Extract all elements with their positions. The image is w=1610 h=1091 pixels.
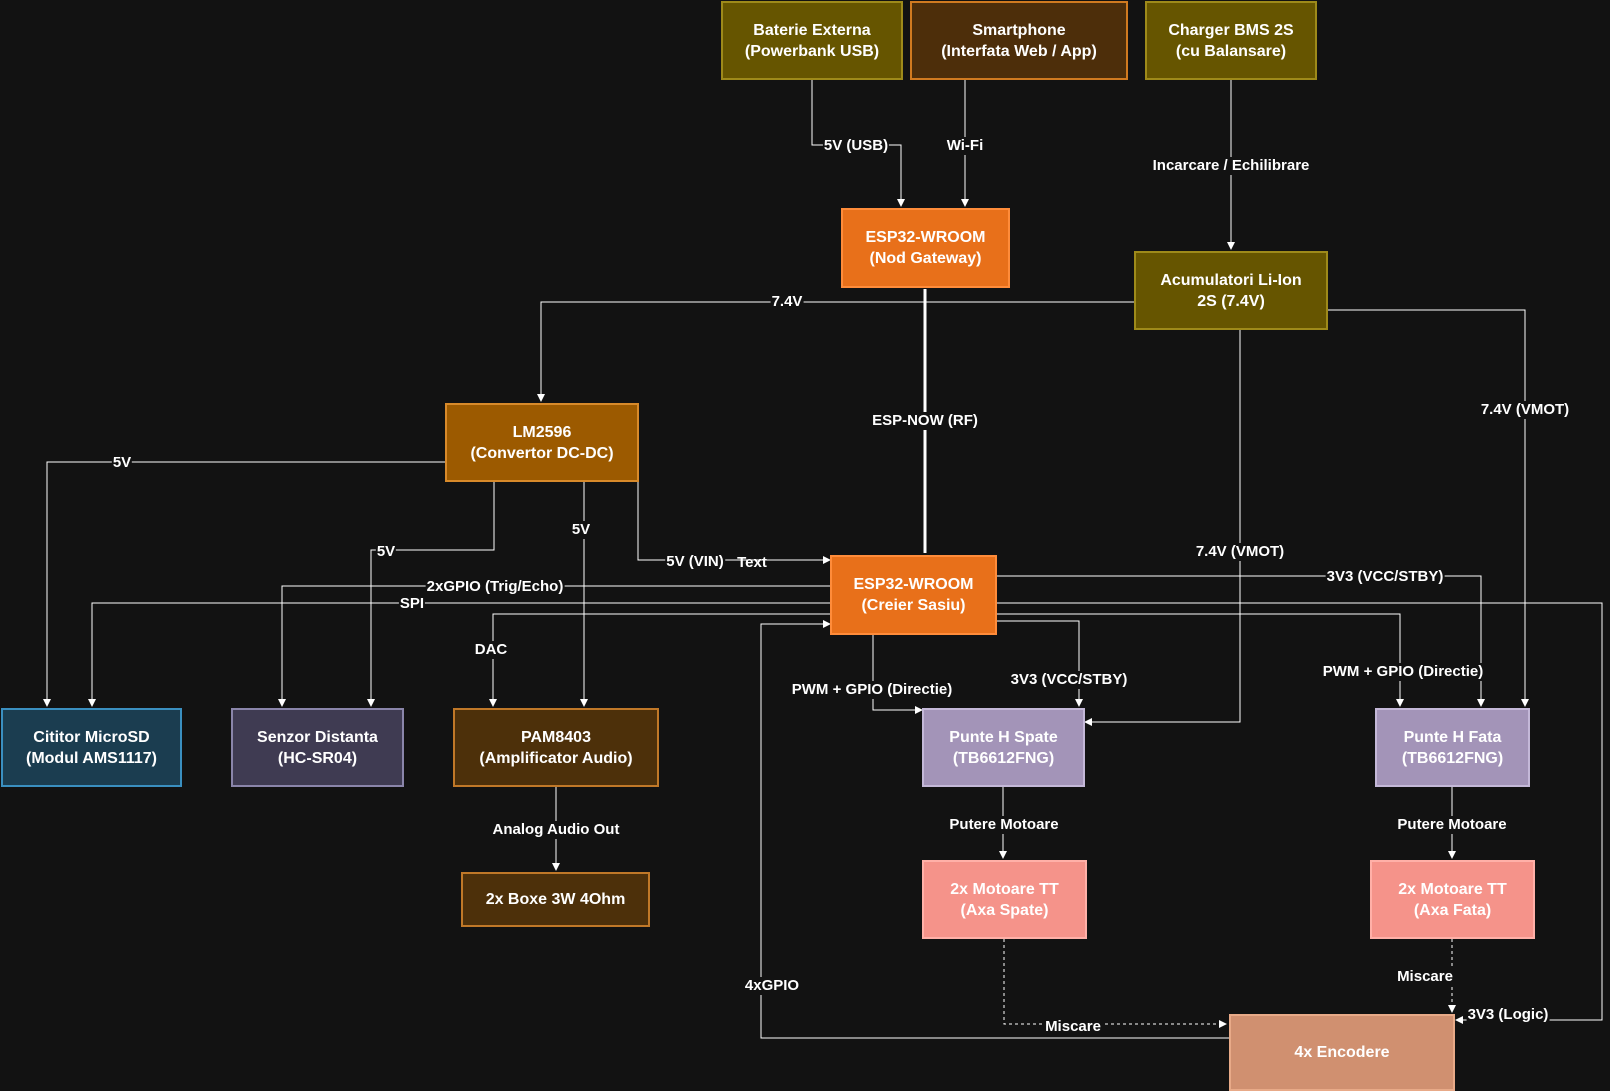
motors-rear-node[interactable]: 2x Motoare TT (Axa Spate) <box>922 860 1087 939</box>
edge-label-power-front: Putere Motoare <box>1396 816 1508 834</box>
lm2596-node[interactable]: LM2596 (Convertor DC-DC) <box>445 403 639 482</box>
edge-label-vmot-rear: 7.4V (VMOT) <box>1194 543 1286 561</box>
microsd-node[interactable]: Cititor MicroSD (Modul AMS1117) <box>1 708 182 787</box>
wire-chassis-hbridge-front-vcc <box>997 575 1485 707</box>
edge-label-power-rear: Putere Motoare <box>948 816 1060 834</box>
edge-label-charging: Incarcare / Echilibrare <box>1151 157 1311 175</box>
charger-node[interactable]: Charger BMS 2S (cu Balansare) <box>1145 1 1317 80</box>
edge-label-dac: DAC <box>473 641 509 659</box>
edge-label-esp-now: ESP-NOW (RF) <box>871 412 979 430</box>
edge-label-logic-3v3: 3V3 (Logic) <box>1466 1006 1550 1024</box>
powerbank-node[interactable]: Baterie Externa (Powerbank USB) <box>721 1 903 80</box>
wire-lm2596-microsd <box>43 461 445 707</box>
edge-label-spi: SPI <box>398 595 426 613</box>
wire-lm2596-sensor <box>367 482 495 707</box>
edge-label-pwm-front: PWM + GPIO (Directie) <box>1321 663 1485 681</box>
edge-label-move-rear: Miscare <box>1044 1018 1102 1036</box>
wire-lm2596-chassis <box>637 482 831 564</box>
smartphone-node[interactable]: Smartphone (Interfata Web / App) <box>910 1 1128 80</box>
wire-chassis-encoders-logic <box>997 602 1603 1024</box>
motors-front-node[interactable]: 2x Motoare TT (Axa Fata) <box>1370 860 1535 939</box>
wire-chassis-pam <box>489 613 830 707</box>
hbridge-rear-node[interactable]: Punte H Spate (TB6612FNG) <box>922 708 1085 787</box>
wire-chassis-hbridge-rear-pwm <box>872 635 923 714</box>
esp-gateway-node[interactable]: ESP32-WROOM (Nod Gateway) <box>841 208 1010 288</box>
encoders-node[interactable]: 4x Encodere <box>1229 1014 1455 1091</box>
speakers-node[interactable]: 2x Boxe 3W 4Ohm <box>461 872 650 927</box>
edge-label-move-front: Miscare <box>1396 968 1454 986</box>
esp-chassis-node[interactable]: ESP32-WROOM (Creier Sasiu) <box>830 555 997 635</box>
wire-battery-lm2596 <box>537 301 1134 402</box>
edge-label-gpio-trig-echo: 2xGPIO (Trig/Echo) <box>425 578 565 596</box>
edge-label-text: Text <box>737 554 767 571</box>
edge-label-pwm-rear: PWM + GPIO (Directie) <box>790 681 954 699</box>
battery-node[interactable]: Acumulatori Li-Ion 2S (7.4V) <box>1134 251 1328 330</box>
edge-label-audio-out: Analog Audio Out <box>491 821 621 839</box>
edge-label-vcc-front: 3V3 (VCC/STBY) <box>1325 568 1445 586</box>
wire-chassis-hbridge-front-pwm <box>997 613 1404 707</box>
edge-label-usb-5v: 5V (USB) <box>822 137 890 155</box>
edge-label-vmot-front: 7.4V (VMOT) <box>1479 401 1571 419</box>
wire-chassis-hbridge-rear-vcc <box>997 620 1083 707</box>
edge-label-lm2596-chassis: 5V (VIN) <box>665 553 725 571</box>
wire-chassis-microsd <box>88 602 830 707</box>
wire-chassis-sensor <box>278 585 830 707</box>
wire-battery-hbridge-rear <box>1084 330 1241 726</box>
wire-motors-rear-encoders <box>1003 939 1227 1028</box>
wire-encoders-chassis <box>760 620 1229 1039</box>
sensor-node[interactable]: Senzor Distanta (HC-SR04) <box>231 708 404 787</box>
edge-label-battery-lm2596: 7.4V <box>770 293 804 311</box>
edge-label-wifi: Wi-Fi <box>945 137 985 155</box>
pam8403-node[interactable]: PAM8403 (Amplificator Audio) <box>453 708 659 787</box>
wire-battery-hbridge-front <box>1328 309 1529 707</box>
edge-label-lm2596-microsd: 5V <box>111 454 133 472</box>
edge-label-lm2596-sensor: 5V <box>375 543 397 561</box>
hbridge-front-node[interactable]: Punte H Fata (TB6612FNG) <box>1375 708 1530 787</box>
edge-label-lm2596-pam: 5V <box>570 521 592 539</box>
edge-label-vcc-rear: 3V3 (VCC/STBY) <box>1009 671 1129 689</box>
edge-label-gpio4: 4xGPIO <box>743 977 801 995</box>
